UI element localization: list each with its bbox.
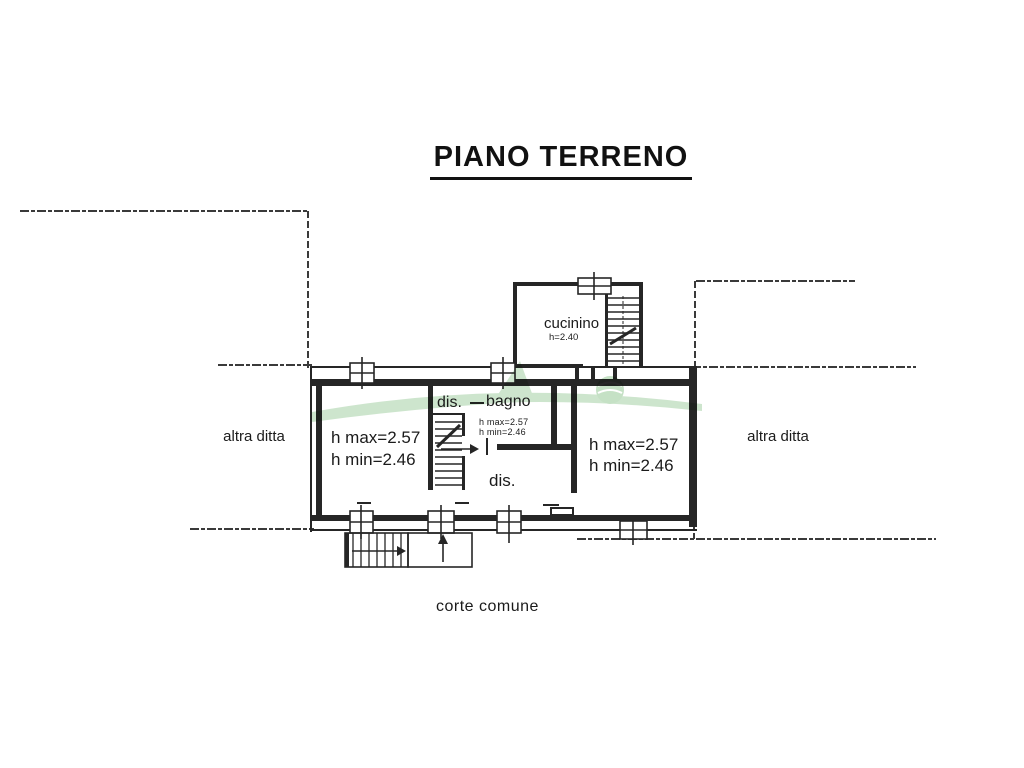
window-symbol [349,505,374,539]
room-left-hmin-label: h min=2.46 [331,450,416,469]
bagno-label: bagno [486,393,531,410]
window-symbol [349,357,375,389]
room-right-hmin-label: h min=2.46 [589,456,674,475]
altra-ditta-left-label: altra ditta [223,428,285,445]
right-arrow-icon [441,444,479,454]
property-boundary-lines [20,210,936,540]
staircase-internal [435,421,462,486]
corte-comune-label: corte comune [436,598,539,615]
entrance-landing [407,532,473,568]
window-symbol [427,505,455,539]
cucinino-label: cucinino [544,315,600,332]
altra-ditta-right-label: altra ditta [747,428,809,445]
room-left-hmax-label: h max=2.57 [331,428,421,447]
staircase-cucinino [608,296,639,364]
dis-top-label: dis. [437,394,462,411]
window-symbol [577,272,612,300]
window-symbol [496,505,522,543]
dis-corridor-label: dis. [489,471,516,490]
up-arrow-icon [438,534,448,562]
bagno-hmax-label: h max=2.57 [479,417,529,427]
door-leaf [486,438,488,455]
plan-title: PIANO TERRENO [430,141,692,180]
window-symbols [349,272,648,545]
room-right-hmax-label: h max=2.57 [589,435,679,454]
right-arrow-icon [352,546,406,556]
window-symbol [619,515,648,545]
cucinino-height-label: h=2.40 [549,332,579,343]
bagno-hmin-label: h min=2.46 [479,427,526,437]
watermark-logo [311,361,702,422]
